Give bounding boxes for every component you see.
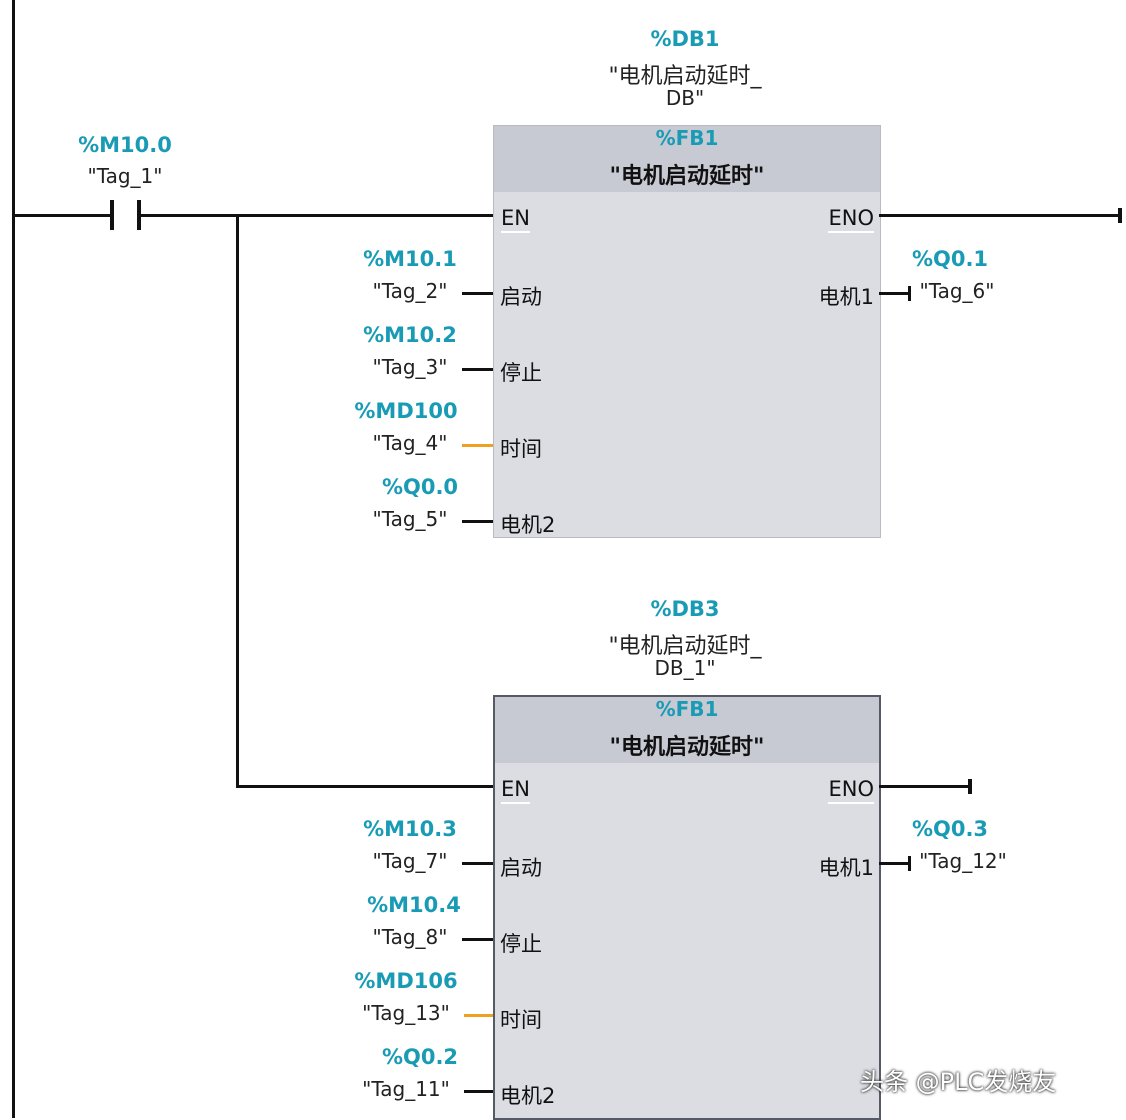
pin-motor2-2[interactable]: 电机2 bbox=[500, 1084, 556, 1108]
pin-time-1[interactable]: 时间 bbox=[500, 437, 542, 461]
pin-eno-2[interactable]: ENO bbox=[828, 777, 874, 804]
b2-in1-symbol: "Tag_8" bbox=[372, 925, 448, 949]
b2-out-wire-end bbox=[908, 856, 911, 871]
b1-in1-address: %M10.2 bbox=[363, 323, 457, 347]
b2-in3-address: %Q0.2 bbox=[381, 1045, 459, 1069]
b1-out-wire bbox=[879, 292, 910, 295]
fb1-name: "电机启动延时" bbox=[609, 164, 765, 189]
b1-in0-symbol: "Tag_2" bbox=[372, 279, 448, 303]
rung-wire-left bbox=[15, 214, 111, 217]
pin-motor2-1[interactable]: 电机2 bbox=[500, 513, 556, 537]
fb-block-1-header bbox=[494, 126, 880, 192]
db3-address: %DB3 bbox=[650, 597, 720, 621]
b1-in3-symbol: "Tag_5" bbox=[372, 507, 448, 531]
b2-in2-symbol: "Tag_13" bbox=[362, 1001, 450, 1025]
b1-in1-symbol: "Tag_3" bbox=[372, 355, 448, 379]
pin-motor1-2[interactable]: 电机1 bbox=[818, 856, 874, 880]
b2-in0-address: %M10.3 bbox=[363, 817, 457, 841]
b2-in2-address: %MD106 bbox=[354, 969, 458, 993]
fb1-address: %FB1 bbox=[655, 126, 719, 150]
db1-address: %DB1 bbox=[650, 27, 720, 51]
pin-motor1-1[interactable]: 电机1 bbox=[818, 285, 874, 309]
watermark: 头条 @PLC发烧友 bbox=[860, 1068, 1057, 1096]
contact-address: %M10.0 bbox=[78, 133, 172, 157]
fb1-name-2: "电机启动延时" bbox=[609, 735, 765, 760]
b2-in3-symbol: "Tag_11" bbox=[362, 1077, 450, 1101]
pin-en-1[interactable]: EN bbox=[501, 206, 530, 233]
eno-wire-2 bbox=[879, 785, 969, 788]
b2-in0-wire bbox=[462, 862, 493, 865]
db1-name-line2: DB" bbox=[665, 86, 705, 110]
eno-wire-1 bbox=[879, 214, 1119, 217]
pin-stop-1[interactable]: 停止 bbox=[500, 361, 542, 385]
pin-stop-2[interactable]: 停止 bbox=[500, 932, 542, 956]
fb-block-1[interactable]: %FB1 "电机启动延时" EN ENO 启动 停止 时间 电机2 电机1 bbox=[493, 125, 881, 538]
eno-wire-2-end bbox=[968, 779, 972, 794]
power-rail bbox=[12, 0, 15, 1118]
b1-in0-address: %M10.1 bbox=[363, 247, 457, 271]
b2-out-symbol: "Tag_12" bbox=[919, 849, 1007, 873]
b1-out-symbol: "Tag_6" bbox=[919, 279, 995, 303]
b1-in1-wire bbox=[462, 368, 493, 371]
b1-in0-wire bbox=[462, 292, 493, 295]
b1-out-address: %Q0.1 bbox=[911, 247, 989, 271]
pin-start-2[interactable]: 启动 bbox=[500, 856, 542, 880]
contact-symbol: "Tag_1" bbox=[87, 164, 163, 188]
pin-time-2[interactable]: 时间 bbox=[500, 1008, 542, 1032]
db3-name-line1: "电机启动延时_ bbox=[608, 634, 762, 659]
db3-name-line2: DB_1" bbox=[654, 656, 716, 680]
db1-name-line1: "电机启动延时_ bbox=[608, 64, 762, 89]
b2-in3-wire bbox=[464, 1090, 493, 1093]
b2-out-wire bbox=[879, 862, 910, 865]
b1-in2-wire bbox=[462, 444, 493, 447]
branch-vertical-wire bbox=[236, 214, 239, 788]
b2-out-address: %Q0.3 bbox=[911, 817, 989, 841]
b2-in1-wire bbox=[462, 938, 493, 941]
b1-in2-address: %MD100 bbox=[354, 399, 458, 423]
pin-eno-1[interactable]: ENO bbox=[828, 206, 874, 233]
fb1-address-2: %FB1 bbox=[655, 697, 719, 721]
branch-horizontal-wire bbox=[236, 785, 493, 788]
b2-in1-address: %M10.4 bbox=[367, 893, 461, 917]
b1-in3-wire bbox=[462, 520, 493, 523]
pin-en-2[interactable]: EN bbox=[501, 777, 530, 804]
b2-in0-symbol: "Tag_7" bbox=[372, 849, 448, 873]
b1-out-wire-end bbox=[908, 286, 911, 301]
b1-in3-address: %Q0.0 bbox=[381, 475, 459, 499]
b2-in2-wire bbox=[464, 1014, 493, 1017]
contact-right-bar[interactable] bbox=[137, 200, 141, 230]
pin-start-1[interactable]: 启动 bbox=[500, 285, 542, 309]
eno-wire-1-end bbox=[1118, 208, 1122, 223]
fb-block-2[interactable]: %FB1 "电机启动延时" EN ENO 启动 停止 时间 电机2 电机1 bbox=[493, 695, 881, 1120]
b1-in2-symbol: "Tag_4" bbox=[372, 431, 448, 455]
contact-left-bar[interactable] bbox=[110, 200, 114, 230]
rung-wire-right bbox=[141, 214, 493, 217]
fb-block-2-header bbox=[495, 697, 879, 763]
